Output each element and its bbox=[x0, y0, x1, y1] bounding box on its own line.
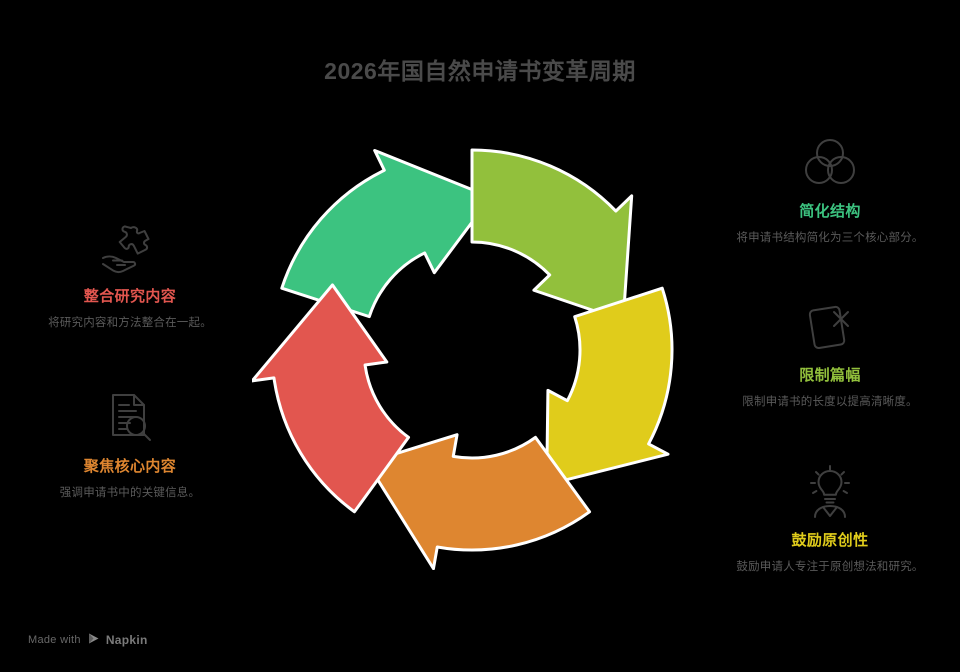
cycle-segment[interactable] bbox=[545, 286, 674, 487]
lightbulb-person-icon bbox=[705, 462, 955, 522]
cycle-item-description: 限制申请书的长度以提高清晰度。 bbox=[742, 396, 918, 408]
cycle-item-original[interactable]: 鼓励原创性 鼓励申请人专注于原创想法和研究。 bbox=[705, 462, 955, 577]
venn-three-circles-icon bbox=[705, 133, 955, 193]
cycle-segment[interactable] bbox=[470, 148, 634, 323]
cycle-segment[interactable] bbox=[252, 283, 411, 514]
cycle-item-focus[interactable]: 聚焦核心内容 强调申请书中的关键信息。 bbox=[5, 388, 255, 503]
cycle-item-limit[interactable]: 限制篇幅 限制申请书的长度以提高清晰度。 bbox=[705, 297, 955, 412]
cycle-item-simplify[interactable]: 简化结构 将申请书结构简化为三个核心部分。 bbox=[705, 133, 955, 248]
hand-puzzle-icon bbox=[5, 218, 255, 278]
document-search-icon bbox=[5, 388, 255, 448]
cycle-item-description: 强调申请书中的关键信息。 bbox=[59, 487, 201, 499]
cycle-diagram bbox=[252, 148, 674, 570]
footer-attribution[interactable]: Made with Napkin bbox=[28, 632, 148, 648]
page-cross-icon bbox=[705, 297, 955, 357]
footer-made-with-label: Made with bbox=[28, 634, 81, 646]
cycle-item-title: 简化结构 bbox=[799, 203, 861, 220]
cycle-item-title: 聚焦核心内容 bbox=[83, 458, 177, 475]
cycle-item-description: 将研究内容和方法整合在一起。 bbox=[48, 317, 212, 329]
footer-brand-label: Napkin bbox=[105, 633, 148, 647]
napkin-play-icon bbox=[87, 632, 100, 648]
cycle-item-description: 将申请书结构简化为三个核心部分。 bbox=[736, 232, 924, 244]
cycle-item-description: 鼓励申请人专注于原创想法和研究。 bbox=[736, 561, 924, 573]
cycle-item-title: 鼓励原创性 bbox=[791, 532, 869, 549]
cycle-item-title: 限制篇幅 bbox=[799, 367, 861, 384]
cycle-item-title: 整合研究内容 bbox=[83, 288, 177, 305]
cycle-segment[interactable] bbox=[365, 433, 592, 570]
cycle-item-integrate[interactable]: 整合研究内容 将研究内容和方法整合在一起。 bbox=[5, 218, 255, 333]
page-title: 2026年国自然申请书变革周期 bbox=[324, 58, 636, 84]
cycle-segment[interactable] bbox=[280, 148, 493, 319]
